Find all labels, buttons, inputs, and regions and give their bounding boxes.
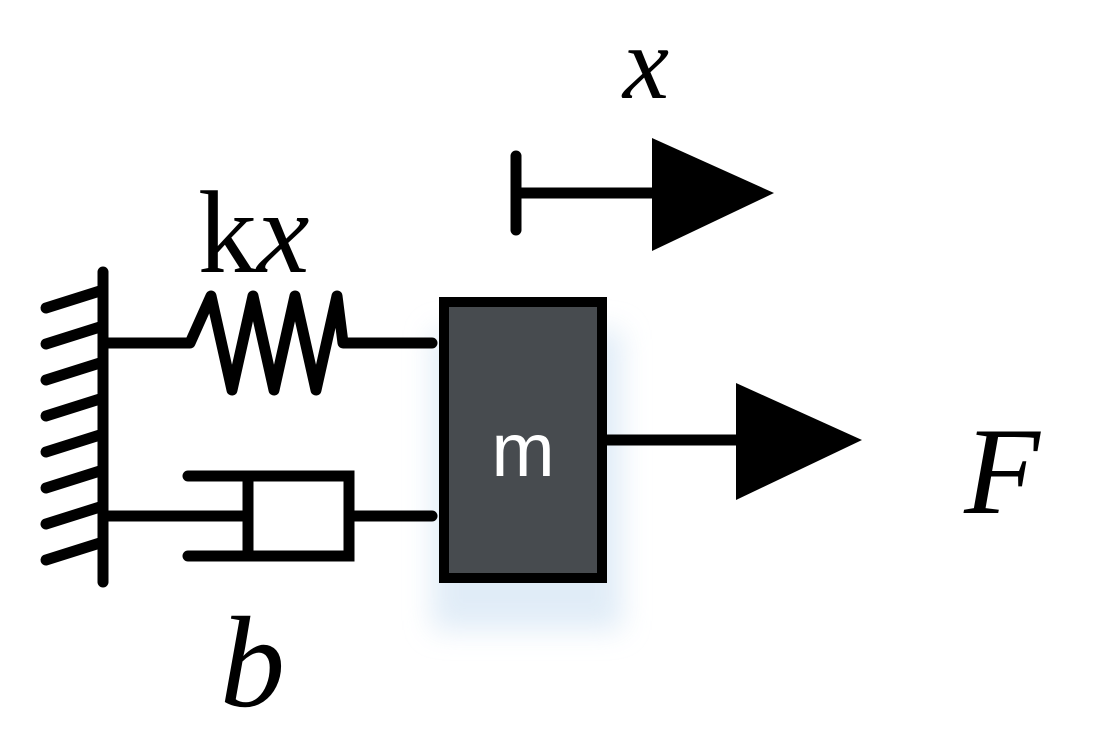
displacement-indicator: [510, 138, 774, 251]
force-arrow: [602, 383, 862, 500]
spring-force-label: kx: [198, 167, 309, 298]
force-label: F: [963, 403, 1041, 540]
displacement-label: x: [621, 6, 669, 121]
damper-label: b: [220, 591, 285, 735]
right-arrow-icon: [652, 138, 774, 251]
mass-label: m: [491, 408, 554, 493]
fixed-wall: [40, 266, 109, 588]
spring: [97, 290, 438, 396]
spring-constant-label: k: [198, 167, 257, 298]
damper: [97, 470, 438, 562]
mass-block: [439, 297, 607, 583]
spring-force-x-label: x: [255, 167, 309, 298]
right-arrow-icon: [736, 383, 862, 500]
